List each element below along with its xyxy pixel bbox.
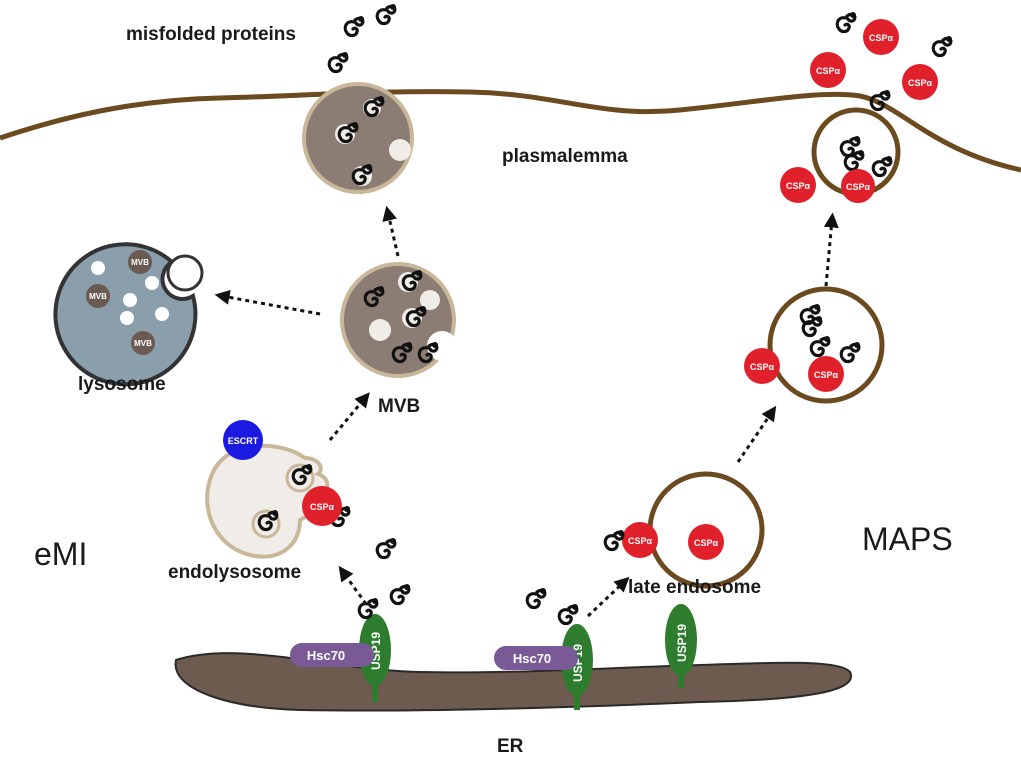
arrow-endolysosome-to-mvb — [328, 392, 370, 441]
hsc70-left: Hsc70 — [290, 643, 374, 667]
arrow-late-endosome-to-vesicle — [736, 405, 777, 463]
mvb-fusing-membrane — [302, 82, 414, 194]
svg-text:CSPα: CSPα — [786, 181, 811, 191]
svg-text:CSPα: CSPα — [816, 66, 841, 76]
late-endosome-label: late endosome — [628, 577, 761, 598]
usp19-left: USP19 — [359, 614, 391, 702]
emi-label: eMI — [34, 536, 87, 572]
svg-text:Hsc70: Hsc70 — [307, 648, 345, 663]
plasmalemma-label: plasmalemma — [502, 146, 628, 167]
mvb-label: MVB — [378, 396, 420, 417]
maps-label: MAPS — [862, 521, 953, 557]
svg-text:CSPα: CSPα — [869, 33, 894, 43]
lysosome: MVB MVB MVB — [53, 242, 204, 387]
cspa-released-group: CSPα CSPα CSPα CSPα CSPα — [780, 19, 938, 203]
svg-text:CSPα: CSPα — [814, 370, 839, 380]
escrt-protein: ESCRT — [223, 420, 263, 460]
arrow-mvb-to-membrane — [382, 205, 400, 257]
misfolded-proteins-label: misfolded proteins — [126, 24, 296, 45]
svg-text:CSPα: CSPα — [628, 536, 653, 546]
svg-text:ESCRT: ESCRT — [228, 436, 259, 446]
cspa-endolysosome: CSPα — [302, 486, 342, 526]
mvb — [340, 262, 457, 378]
svg-text:CSPα: CSPα — [310, 502, 335, 512]
endolysosome — [205, 443, 352, 559]
svg-text:CSPα: CSPα — [750, 362, 775, 372]
misfolded-proteins-released — [327, 2, 398, 74]
arrow-er-to-late-endosome — [586, 576, 630, 618]
arrow-mvb-to-lysosome — [214, 289, 321, 316]
svg-text:MVB: MVB — [131, 258, 149, 267]
svg-text:USP19: USP19 — [675, 624, 689, 662]
usp19-right: USP19 — [665, 604, 697, 688]
svg-text:CSPα: CSPα — [694, 538, 719, 548]
svg-text:MVB: MVB — [89, 292, 107, 301]
maps-intermediate-vesicle: CSPα CSPα — [744, 286, 885, 404]
er-label: ER — [497, 736, 524, 757]
arrow-vesicle-to-membrane — [823, 212, 839, 287]
svg-text:CSPα: CSPα — [846, 182, 871, 192]
svg-text:Hsc70: Hsc70 — [513, 651, 551, 666]
endolysosome-label: endolysosome — [168, 562, 301, 583]
svg-text:MVB: MVB — [134, 339, 152, 348]
plasmalemma-membrane — [0, 89, 1021, 173]
svg-text:CSPα: CSPα — [908, 78, 933, 88]
pathway-arrows — [214, 205, 839, 618]
late-endosome: CSPα CSPα — [603, 471, 765, 589]
lysosome-label: lysosome — [78, 374, 166, 395]
hsc70-middle: Hsc70 — [494, 646, 578, 670]
arrow-er-to-endolysosome — [338, 565, 368, 605]
